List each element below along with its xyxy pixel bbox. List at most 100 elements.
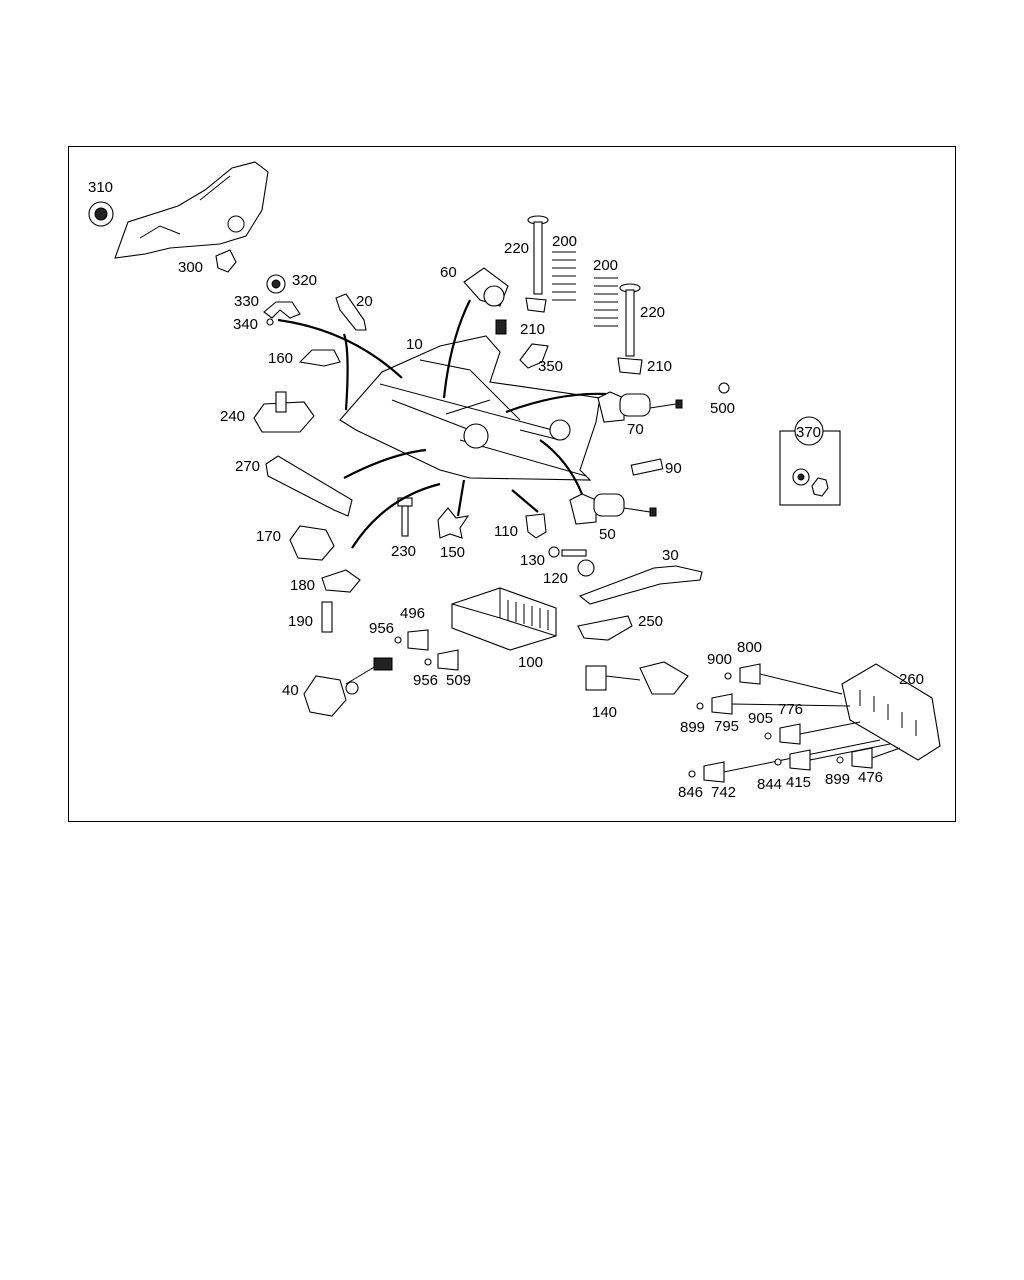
part-140-sensor	[585, 661, 689, 695]
callout-220-left: 220	[504, 240, 530, 257]
callout-50: 50	[599, 526, 616, 543]
part-899-476-connector	[836, 747, 901, 769]
callout-70: 70	[627, 421, 644, 438]
part-200-spring-right	[594, 277, 618, 327]
diagram-frame	[68, 146, 956, 822]
callout-20: 20	[356, 293, 373, 310]
callout-240: 240	[220, 408, 246, 425]
callout-260: 260	[899, 671, 925, 688]
callout-170: 170	[256, 528, 282, 545]
assembly-arrows	[277, 299, 607, 549]
part-846-742-connector	[688, 739, 881, 783]
part-330-bracket	[263, 301, 301, 319]
part-50-motor	[569, 493, 657, 525]
callout-742: 742	[711, 784, 737, 801]
part-270-rail-cover	[265, 455, 353, 517]
callout-956-a: 956	[369, 620, 395, 637]
callout-350: 350	[538, 358, 564, 375]
part-30-rail	[578, 565, 703, 605]
part-500-nut	[718, 382, 730, 394]
part-905-776-connector	[764, 721, 861, 745]
part-200-spring-left	[552, 251, 576, 301]
part-300-clip	[215, 249, 237, 273]
part-250-holder	[577, 615, 633, 641]
callout-10: 10	[406, 336, 423, 353]
part-844-415-connector	[774, 743, 891, 771]
part-60-motor	[463, 267, 509, 335]
callout-190: 190	[288, 613, 314, 630]
part-20-lever	[335, 293, 367, 331]
callout-310: 310	[88, 179, 114, 196]
callout-905: 905	[748, 710, 774, 727]
callout-300: 300	[178, 259, 204, 276]
part-340-screw	[266, 318, 274, 326]
part-seat-side-cover	[114, 161, 269, 259]
callout-795: 795	[714, 718, 740, 735]
callout-900: 900	[707, 651, 733, 668]
callout-100: 100	[518, 654, 544, 671]
callout-150: 150	[440, 544, 466, 561]
part-260-harness-module	[841, 663, 941, 761]
callout-370: 370	[796, 424, 822, 441]
part-210-mount-left	[525, 297, 547, 313]
callout-800: 800	[737, 639, 763, 656]
part-120-bolt	[561, 549, 595, 577]
callout-899-a: 899	[680, 719, 706, 736]
inset-370-box	[779, 416, 841, 506]
part-90-cable	[630, 458, 664, 476]
callout-220-right: 220	[640, 304, 666, 321]
part-956-496-connector	[394, 629, 429, 651]
callout-899-b: 899	[825, 771, 851, 788]
part-900-800-connector	[724, 663, 843, 695]
part-210-mount-right	[617, 357, 643, 375]
part-160-cover	[298, 349, 341, 367]
callout-320: 320	[292, 272, 318, 289]
callout-415: 415	[786, 774, 812, 791]
callout-120: 120	[543, 570, 569, 587]
part-170-housing	[289, 525, 335, 561]
callout-496: 496	[400, 605, 426, 622]
callout-210-left: 210	[520, 321, 546, 338]
part-190-pin	[321, 601, 333, 633]
callout-340: 340	[233, 316, 259, 333]
callout-210-right: 210	[647, 358, 673, 375]
part-899-795-connector	[696, 693, 851, 715]
callout-500: 500	[710, 400, 736, 417]
callout-846: 846	[678, 784, 704, 801]
part-310-ring	[88, 201, 114, 227]
part-180-switch	[321, 569, 361, 593]
callout-509: 509	[446, 672, 472, 689]
callout-60: 60	[440, 264, 457, 281]
part-10-seat-frame	[339, 335, 601, 481]
callout-200-left: 200	[552, 233, 578, 250]
part-40-switch	[303, 657, 393, 717]
callout-230: 230	[391, 543, 417, 560]
callout-130: 130	[520, 552, 546, 569]
callout-30: 30	[662, 547, 679, 564]
part-150-star-knob	[437, 507, 470, 539]
callout-140: 140	[592, 704, 618, 721]
callout-476: 476	[858, 769, 884, 786]
callout-200-right: 200	[593, 257, 619, 274]
part-220-bolt-left	[527, 215, 549, 295]
callout-956-b: 956	[413, 672, 439, 689]
part-70-motor	[597, 391, 683, 423]
callout-844: 844	[757, 776, 783, 793]
part-956-509-connector	[424, 649, 459, 671]
callout-40: 40	[282, 682, 299, 699]
callout-90: 90	[665, 460, 682, 477]
part-240-slide	[253, 391, 315, 433]
callout-110: 110	[494, 523, 518, 540]
callout-160: 160	[268, 350, 294, 367]
callout-180: 180	[290, 577, 316, 594]
part-320-knob	[266, 274, 286, 294]
part-220-bolt-right	[619, 283, 641, 357]
callout-330: 330	[234, 293, 260, 310]
part-350-bracket	[519, 343, 549, 369]
callout-776: 776	[778, 701, 804, 718]
part-110-clip	[525, 513, 547, 539]
callout-270: 270	[235, 458, 261, 475]
callout-250: 250	[638, 613, 664, 630]
part-130-washer	[548, 546, 560, 558]
